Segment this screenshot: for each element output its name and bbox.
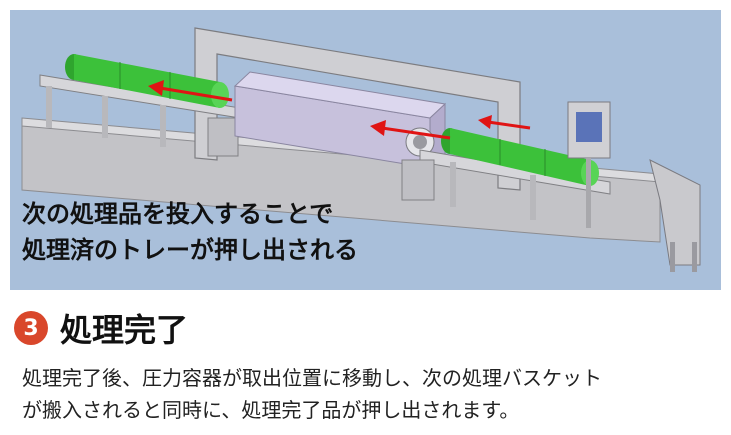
step-number-badge: 3 [14,311,48,345]
left-push-arrow [148,80,233,102]
left-conveyor-leg [46,86,52,128]
left-stand [207,117,239,157]
chute-leg [670,242,675,272]
right-conveyor-leg [450,162,456,207]
step-description: 処理完了後、圧力容器が取出位置に移動し、次の処理バスケット が搬入されると同時に… [22,362,722,426]
discharge-chute [649,159,701,266]
left-products [65,54,229,108]
step-heading: 3 処理完了 [14,305,188,351]
pressure-vessel [233,71,447,170]
chute-leg [692,242,697,272]
left-conveyor-leg [102,96,108,138]
center-push-arrow [370,120,451,140]
machine-drawing [21,27,701,272]
description-line-2: が搬入されると同時に、処理完了品が押し出されます。 [22,398,520,422]
right-conveyor-leg [530,175,536,220]
description-line-1: 処理完了後、圧力容器が取出位置に移動し、次の処理バスケット [22,366,602,390]
machine-illustration: 次の処理品を投入することで 処理済のトレーが押し出される [10,10,721,290]
control-panel [567,101,611,228]
gantry-frame [194,27,521,191]
step-title: 処理完了 [60,311,189,349]
illustration-caption: 次の処理品を投入することで 処理済のトレーが押し出される [22,196,442,268]
right-products [441,128,599,186]
right-push-arrow [478,115,531,130]
caption-line-1: 次の処理品を投入することで [22,200,334,228]
left-conveyor-leg [160,105,166,147]
caption-line-2: 処理済のトレーが押し出される [22,236,358,264]
right-stand [401,159,435,201]
